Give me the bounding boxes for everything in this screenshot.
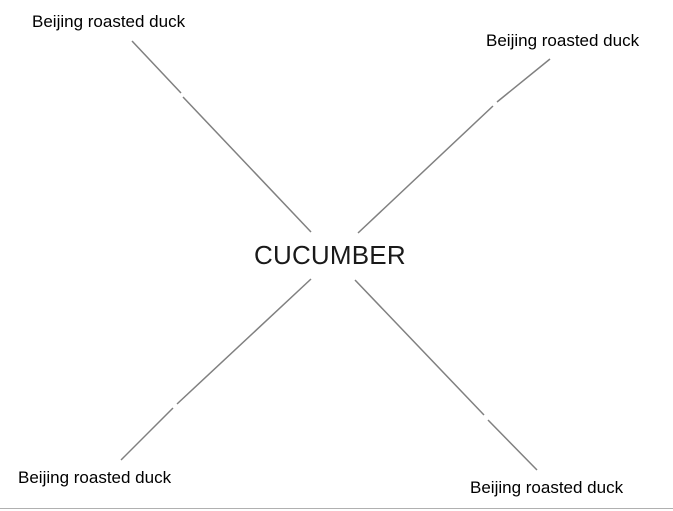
branch-topic-top-left[interactable]: Beijing roasted duck [32,12,186,31]
canvas-bottom-divider [0,508,673,509]
connector-bottom-left-outer [120,407,174,461]
connector-bottom-left-inner [176,278,312,405]
branch-topic-bottom-right[interactable]: Beijing roasted duck [470,478,624,497]
connector-top-right-inner [357,105,494,234]
branch-topic-bottom-left[interactable]: Beijing roasted duck [18,468,172,487]
connector-bottom-right-inner [354,279,485,416]
connector-top-left-inner [182,96,312,233]
connector-top-right-outer [496,58,551,103]
central-topic[interactable]: CUCUMBER [254,240,406,270]
branch-topic-top-right[interactable]: Beijing roasted duck [486,31,640,50]
connector-bottom-right-outer [487,419,538,471]
connector-top-left-outer [131,40,182,94]
